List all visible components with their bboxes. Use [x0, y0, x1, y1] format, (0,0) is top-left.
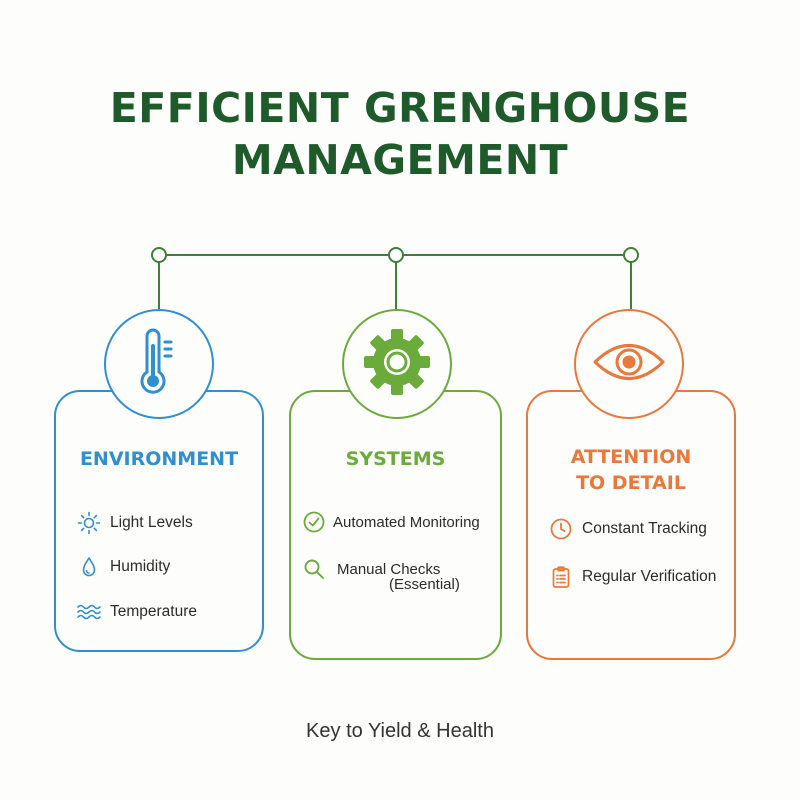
list-item: Temperature [76, 599, 197, 625]
list-item: Regular Verification [548, 564, 716, 590]
systems-card: SYSTEMS Automated Monitoring Manual Chec… [289, 390, 502, 660]
magnifier-icon [301, 556, 327, 582]
item-label: Temperature [110, 603, 198, 620]
attention-title-line-1: ATTENTION [570, 446, 692, 468]
waves-icon [76, 599, 102, 625]
thermometer-icon [129, 326, 189, 403]
page-title: EFFICIENT GRENGHOUSE MANAGEMENT [0, 82, 800, 186]
item-label: Humidity [110, 558, 171, 575]
title-line-1: EFFICIENT GRENGHOUSE [109, 84, 691, 132]
environment-card: ENVIRONMENT Light Levels Humidity [54, 390, 264, 652]
list-item: Automated Monitoring [301, 509, 480, 535]
connector-node-systems [388, 247, 404, 263]
environment-icon-circle [104, 309, 214, 419]
clock-icon [548, 516, 574, 542]
check-circle-icon [301, 509, 327, 535]
gear-icon [360, 325, 434, 404]
item-label: Constant Tracking [582, 520, 707, 537]
item-label: Automated Monitoring [333, 513, 480, 531]
list-item: Humidity [76, 554, 170, 580]
systems-title: SYSTEMS [345, 448, 446, 470]
water-drop-icon [76, 554, 102, 580]
item-label: Light Levels [110, 514, 193, 531]
connector-node-attention [623, 247, 639, 263]
list-item: Light Levels [76, 510, 193, 536]
title-line-2: MANAGEMENT [231, 136, 569, 184]
footer-tagline: Key to Yield & Health [306, 720, 494, 742]
eye-icon [591, 337, 667, 392]
clipboard-icon [548, 564, 574, 590]
connector-node-environment [151, 247, 167, 263]
sun-icon [76, 510, 102, 536]
attention-title: ATTENTION TO DETAIL [528, 444, 734, 496]
item-label: Manual Checks [337, 560, 441, 578]
environment-title: ENVIRONMENT [79, 448, 239, 470]
list-item: Constant Tracking [548, 516, 707, 542]
attention-title-line-2: TO DETAIL [576, 472, 686, 494]
list-item: Manual Checks [301, 556, 440, 582]
attention-card: ATTENTION TO DETAIL Constant Tracking Re… [526, 390, 736, 660]
item-label: Regular Verification [582, 568, 717, 585]
item-sublabel: (Essential) [389, 576, 460, 593]
attention-icon-circle [574, 309, 684, 419]
systems-icon-circle [342, 309, 452, 419]
